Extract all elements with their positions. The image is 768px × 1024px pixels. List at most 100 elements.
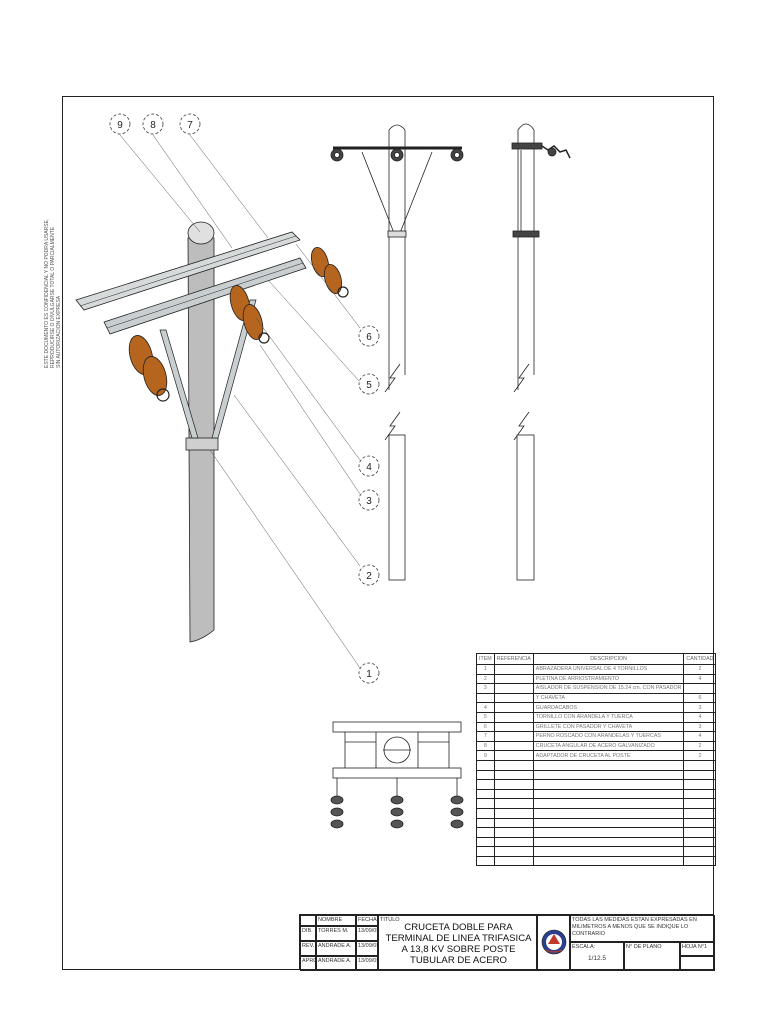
table-row <box>476 846 717 857</box>
drawing-number-label: N° DE PLANO <box>626 944 662 950</box>
reference-cell <box>493 683 534 694</box>
quantity-cell: 2 <box>683 750 717 761</box>
item-cell: 8 <box>476 740 495 752</box>
description-cell <box>532 788 685 800</box>
quantity-cell <box>683 846 717 857</box>
quantity-cell <box>683 855 717 867</box>
item-cell <box>476 836 495 848</box>
plan-view <box>330 721 464 829</box>
item-cell <box>476 798 495 809</box>
callout-balloons: 9 8 7 6 5 4 3 2 1 <box>109 113 380 684</box>
drawn-date: 13/09/05 <box>356 926 378 941</box>
quantity-cell <box>683 836 717 848</box>
table-row <box>476 817 717 829</box>
crossarm-front <box>103 257 307 335</box>
svg-text:1: 1 <box>366 669 372 680</box>
quantity-cell <box>683 779 717 790</box>
quantity-cell <box>683 827 717 838</box>
callout-balloon: 3 <box>358 489 380 511</box>
company-logo-cell <box>537 915 570 971</box>
parts-table-header-row: ITEM REFERENCIA DESCRIPCION CANTIDAD <box>476 653 717 665</box>
reference-cell <box>493 769 534 781</box>
callout-leaders <box>119 134 361 669</box>
reference-cell <box>493 692 534 704</box>
reference-cell <box>493 673 534 685</box>
reference-cell <box>493 702 534 713</box>
item-cell <box>476 779 495 790</box>
insulator-string-middle <box>229 285 270 344</box>
quantity-cell <box>683 759 717 771</box>
title-cell: TITULO CRUCETA DOBLE PARA TERMINAL DE LI… <box>378 915 537 971</box>
scale-value: 1/12.5 <box>587 955 607 962</box>
description-cell: ADAPTADOR DE CRUCETA AL POSTE <box>532 750 685 761</box>
table-row <box>476 827 717 838</box>
description-cell: PERNO ROSCADO CON ARANDELAS Y TUERCAS <box>532 731 685 742</box>
table-row <box>476 836 717 848</box>
drawing-title: CRUCETA DOBLE PARA TERMINAL DE LINEA TRI… <box>385 922 532 966</box>
title-label: TITULO <box>380 917 400 923</box>
pole-cap <box>187 221 215 245</box>
item-cell <box>476 759 495 771</box>
callout-balloon: 4 <box>358 455 380 477</box>
reference-cell <box>493 779 534 790</box>
column-header-quantity: CANTIDAD <box>683 653 717 665</box>
sheet-number: HOJA N°1 <box>680 942 715 956</box>
item-cell <box>476 807 495 819</box>
parts-list-table: ITEM REFERENCIA DESCRIPCION CANTIDAD 1 AB… <box>476 653 717 867</box>
reviewed-by-name: ANDRADE A. <box>316 941 356 956</box>
reference-cell <box>493 798 534 809</box>
reference-cell <box>493 817 534 829</box>
description-cell: GRILLETE CON PASADOR Y CHAVETA <box>532 721 685 733</box>
description-cell: AISLADOR DE SUSPENSION DE 15.24 cm. CON … <box>532 683 685 694</box>
description-cell <box>532 798 685 809</box>
quantity-cell <box>683 769 717 781</box>
reference-cell <box>493 807 534 819</box>
title-block-corner <box>300 915 316 926</box>
approved-by-name: ANDRADE A. <box>316 956 356 971</box>
quantity-cell: 2 <box>683 664 717 675</box>
description-cell: GUARDACABOS <box>532 702 685 713</box>
description-cell <box>532 836 685 848</box>
approved-date: 13/09/05 <box>356 956 378 971</box>
description-cell <box>532 846 685 857</box>
col-header-name: NOMBRE <box>316 915 356 926</box>
reference-cell <box>493 855 534 867</box>
item-cell <box>476 846 495 857</box>
description-cell: PLETINA DE ARRIOSTRAMIENTO <box>532 673 685 685</box>
quantity-cell: 4 <box>683 731 717 742</box>
sheet-number-blank <box>680 956 715 971</box>
column-header-item: ITEM <box>476 653 495 665</box>
reference-cell <box>493 846 534 857</box>
callout-balloon: 2 <box>358 564 380 586</box>
reviewed-date: 13/09/05 <box>356 941 378 956</box>
drawing-number-cell: N° DE PLANO <box>624 942 680 971</box>
brace-right <box>211 299 257 439</box>
svg-text:3: 3 <box>366 496 372 507</box>
description-cell: ABRAZADERA UNIVERSAL DE 4 TORNILLOS <box>532 664 685 675</box>
col-header-date: FECHA <box>356 915 378 926</box>
description-cell <box>532 827 685 838</box>
item-cell <box>476 827 495 838</box>
item-cell: 1 <box>476 664 495 675</box>
item-cell <box>476 769 495 781</box>
description-cell <box>532 769 685 781</box>
pole-clamp <box>185 437 219 451</box>
scale-label: ESCALA: <box>572 944 596 950</box>
svg-text:5: 5 <box>366 380 372 391</box>
description-cell <box>532 759 685 771</box>
reference-cell <box>493 759 534 771</box>
column-header-description: DESCRIPCION <box>532 653 685 665</box>
item-cell: 5 <box>476 711 495 723</box>
quantity-cell <box>683 807 717 819</box>
table-row <box>476 788 717 800</box>
reference-cell <box>493 711 534 723</box>
item-cell: 6 <box>476 721 495 733</box>
